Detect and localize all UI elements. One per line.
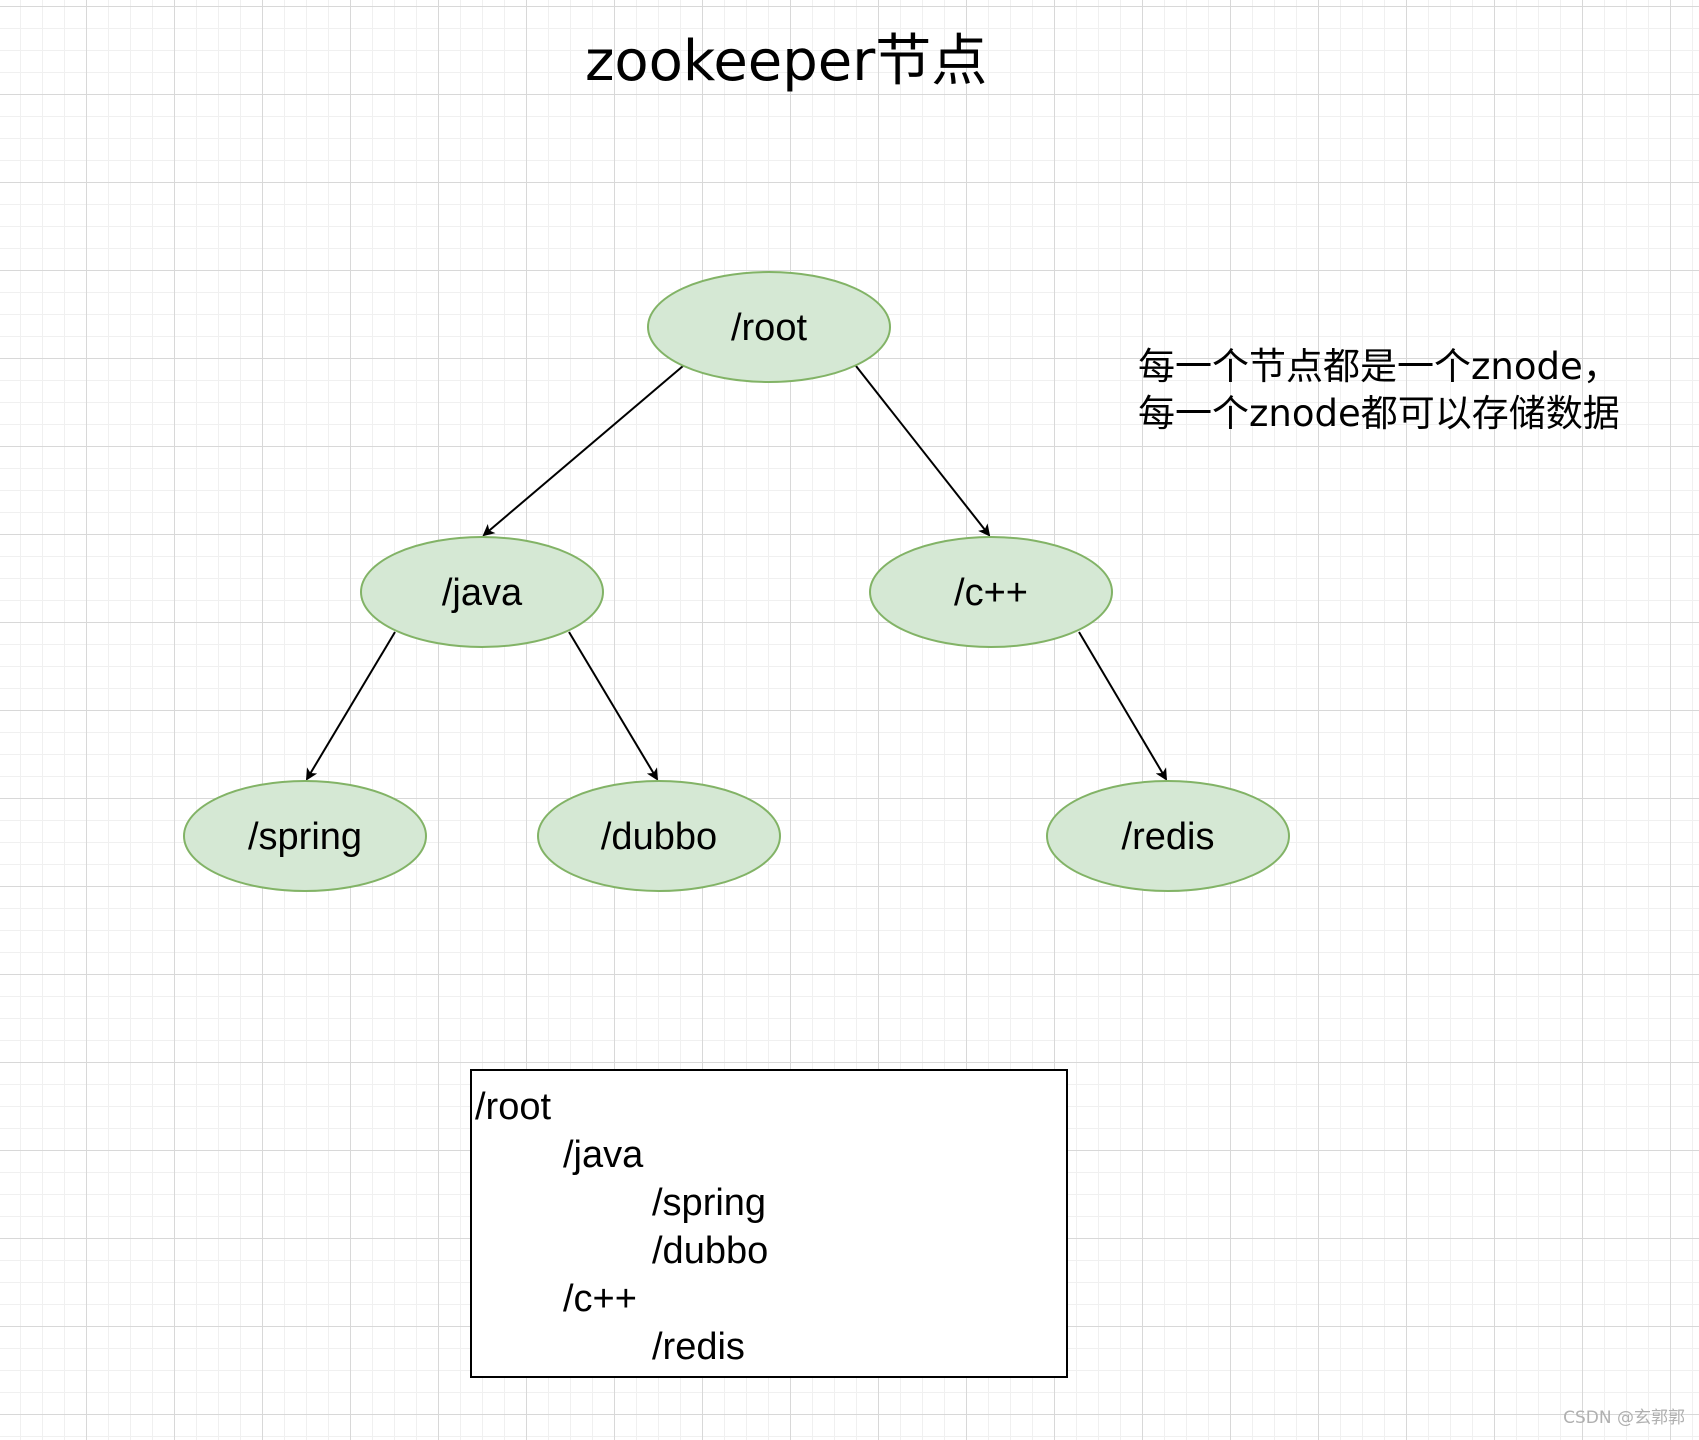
node-redis: /redis [1046,780,1290,892]
outline-line-root: /root [475,1086,552,1128]
edge-java-dubbo [568,631,659,781]
outline-line-redis: /redis [652,1326,745,1368]
node-dubbo-label: /dubbo [601,816,717,858]
node-dubbo: /dubbo [537,780,781,892]
edge-root-cpp [855,365,991,537]
diagram-title: zookeeper节点 [585,29,988,94]
outline-line-spring: /spring [652,1182,767,1224]
watermark: CSDN @玄郭郭 [1563,1408,1685,1428]
outline-line-dubbo: /dubbo [652,1230,769,1272]
outline-line-java: /java [563,1134,644,1176]
node-java: /java [360,536,604,648]
annotation-line-2: 每一个znode都可以存储数据 [1138,392,1620,435]
node-cpp-label: /c++ [954,572,1028,614]
node-spring: /spring [183,780,427,892]
node-root: /root [647,271,891,383]
outline-line-cpp: /c++ [563,1278,637,1320]
annotation-note: 每一个节点都是一个znode， 每一个znode都可以存储数据 [1138,343,1620,437]
edge-java-spring [305,631,396,781]
node-redis-label: /redis [1122,816,1215,858]
path-outline-box: /root /java /spring /dubbo /c++ /redis [470,1069,1068,1378]
node-cpp: /c++ [869,536,1113,648]
edge-cpp-redis [1078,631,1168,781]
node-spring-label: /spring [248,816,362,858]
node-root-label: /root [731,307,807,349]
node-java-label: /java [442,572,523,614]
edge-root-java [482,365,684,537]
annotation-line-1: 每一个节点都是一个znode， [1138,345,1620,388]
